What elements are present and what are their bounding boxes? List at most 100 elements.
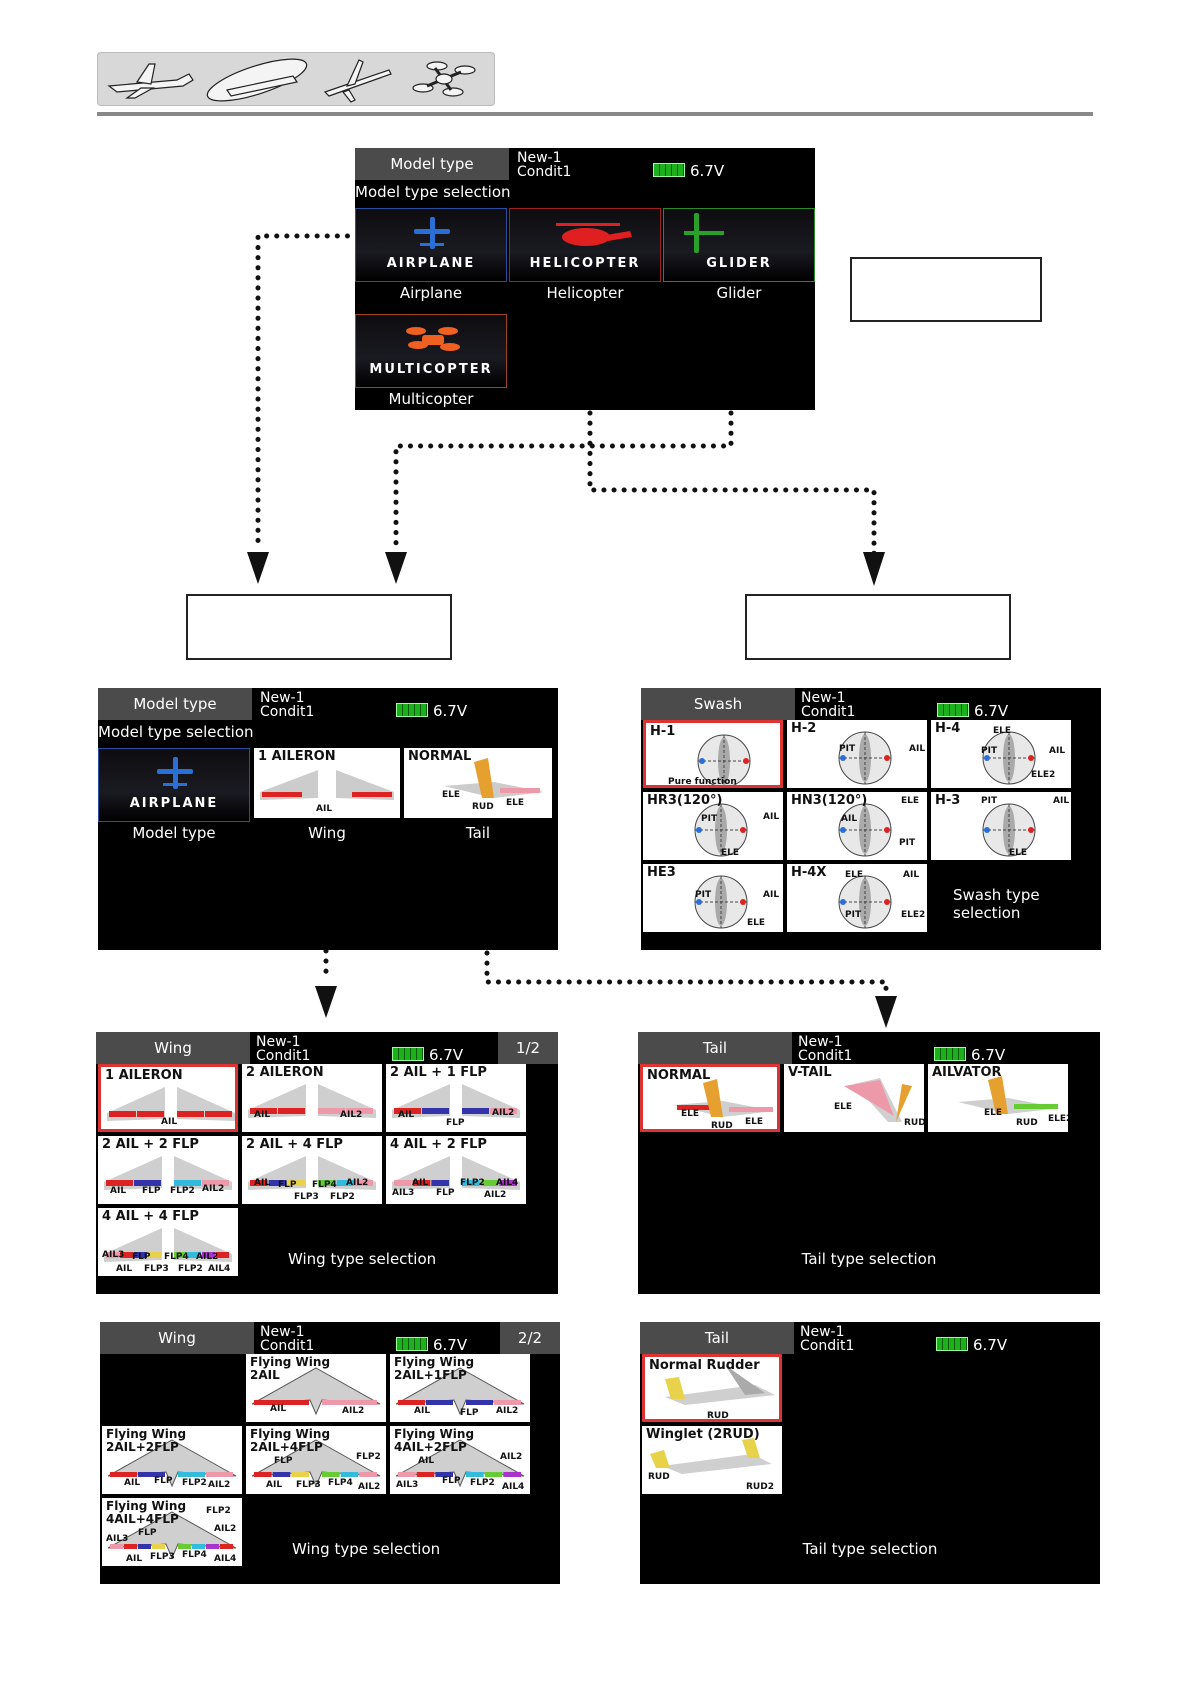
tile-diagram	[248, 1156, 376, 1190]
channel-label: FLP2	[170, 1186, 195, 1196]
channel-label: AIL	[110, 1186, 127, 1196]
tile-title: AILVATOR	[932, 1065, 1002, 1080]
airplane-icon	[157, 757, 193, 789]
wing-type-button[interactable]: 1 AILERON AIL	[254, 748, 400, 818]
screen-title: Wing	[96, 1032, 250, 1064]
channel-label: AIL2	[484, 1190, 507, 1200]
sailplane-icon	[323, 59, 392, 103]
wing-type-screen-page2: Wing New-1 Condit1 6.7V 2/2 Wing type se…	[100, 1322, 560, 1584]
channel-label: FLP	[154, 1476, 173, 1486]
channel-label: PIT	[701, 814, 718, 824]
channel-label: FLP	[446, 1118, 465, 1128]
type-airplane-button[interactable]: AIRPLANE	[98, 748, 250, 822]
tile-diagram	[107, 1087, 235, 1121]
model-type-caption: Model type	[132, 824, 216, 842]
channel-label: ELE	[745, 1117, 764, 1127]
tile-title: Winglet (2RUD)	[646, 1427, 760, 1442]
channel-label: FLP4	[312, 1180, 337, 1190]
tile-diagram	[838, 803, 892, 857]
channel-label: AIL	[254, 1110, 271, 1120]
tile-diagram	[395, 1439, 525, 1488]
channel-label: RUD	[1016, 1118, 1038, 1128]
battery-icon	[653, 163, 685, 177]
battery-icon	[937, 703, 969, 717]
model-name: New-1 Condit1	[260, 1324, 315, 1354]
channel-label: AIL2	[214, 1524, 237, 1534]
tile-title: Normal Rudder	[649, 1358, 760, 1373]
battery-status: 6.7V	[937, 702, 1008, 720]
tail-type-button[interactable]: NORMAL ELE RUD ELE	[404, 748, 552, 818]
tile-diagram	[107, 1511, 237, 1560]
channel-label: FLP3	[296, 1480, 321, 1490]
channel-label: AIL	[1049, 746, 1066, 756]
type-multicopter-button[interactable]: MULTICOPTER	[355, 314, 507, 388]
tile-title: H-1	[650, 724, 676, 739]
screen-subtitle: Model type selection	[355, 183, 511, 201]
battery-icon	[934, 1047, 966, 1061]
channel-label: ELE	[1009, 848, 1028, 858]
channel-label: RUD	[648, 1472, 670, 1482]
channel-label: ELE2	[1048, 1114, 1068, 1124]
screen-title: Model type	[98, 688, 252, 720]
wing-caption: Wing	[308, 824, 346, 842]
glider-icon	[206, 58, 308, 102]
screen-title: Wing	[100, 1322, 254, 1354]
page-indicator[interactable]: 2/2	[500, 1322, 560, 1354]
channel-label: AIL	[763, 812, 780, 822]
type-helicopter-button[interactable]: HELICOPTER	[509, 208, 661, 282]
tile-diagram	[650, 1438, 772, 1474]
channel-label: PIT	[839, 744, 856, 754]
channel-label: FLP4	[164, 1252, 189, 1262]
channel-label: FLP2	[178, 1264, 203, 1274]
channel-label: AIL	[1053, 796, 1070, 806]
arrow-down-icon	[247, 552, 269, 584]
type-airplane-button[interactable]: AIRPLANE	[355, 208, 507, 282]
tile-diagram	[982, 731, 1036, 785]
header-rule	[97, 112, 1093, 116]
channel-label: FLP4	[328, 1478, 353, 1488]
tile-title: H-4X	[791, 865, 827, 880]
screen-title: Tail	[638, 1032, 792, 1064]
page-indicator[interactable]: 1/2	[498, 1032, 558, 1064]
channel-label: FLP2	[470, 1478, 495, 1488]
type-glider-button[interactable]: GLIDER	[663, 208, 815, 282]
channel-label: FLP2	[356, 1452, 381, 1462]
channel-label: AIL2	[346, 1178, 369, 1188]
tile-title: NORMAL	[647, 1068, 711, 1083]
tile-diagram	[392, 1156, 520, 1190]
tile-diagram	[251, 1367, 381, 1416]
helicopter-icon	[556, 223, 632, 246]
channel-label: AIL2	[202, 1184, 225, 1194]
tile-diagram	[665, 1365, 775, 1405]
tile-title: 4 AIL + 2 FLP	[390, 1137, 487, 1152]
channel-label: AIL4	[214, 1554, 237, 1564]
tile-diagram	[104, 1228, 232, 1262]
tail-tile-3[interactable]: AILVATORELERUDELE2	[928, 1064, 1068, 1132]
battery-icon	[396, 703, 428, 717]
